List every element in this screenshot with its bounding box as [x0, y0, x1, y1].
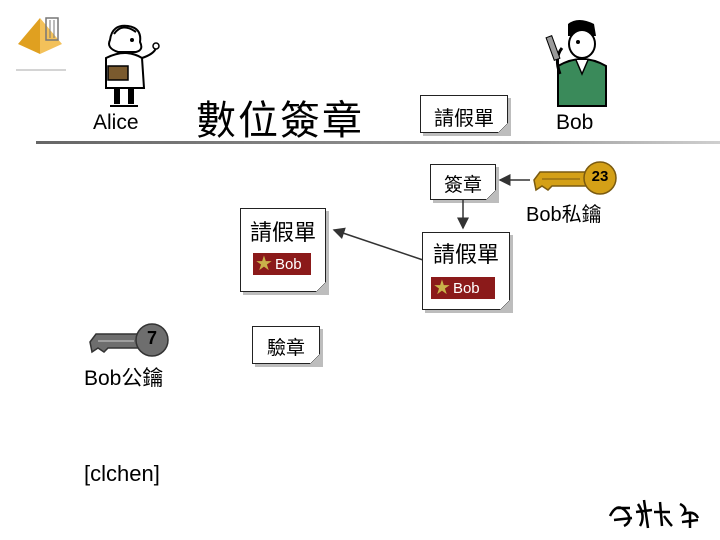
sign-step-document: 簽章 — [430, 164, 496, 200]
star-icon: ★ — [255, 253, 273, 275]
alice-request-text: 請假單 — [249, 221, 316, 246]
signed-request-signature: ★ Bob — [431, 277, 495, 299]
calligraphy-logo — [608, 499, 700, 529]
signed-to-alice-arrow — [332, 227, 424, 261]
private-key-label: Bob私鑰 — [526, 204, 602, 226]
sign-step-text: 簽章 — [443, 174, 482, 196]
public-key-number: 7 — [146, 328, 157, 348]
alice-figure — [105, 24, 160, 107]
bob-figure — [545, 20, 607, 107]
verify-step-document: 驗章 — [252, 326, 320, 364]
public-key-label: Bob公鑰 — [84, 367, 164, 390]
verify-step-text: 驗章 — [266, 337, 305, 359]
star-icon: ★ — [433, 277, 451, 299]
credit-text: [clchen] — [84, 461, 160, 486]
public-key-icon — [89, 323, 169, 357]
top-request-document: 請假單 — [420, 95, 508, 133]
page-title: 數位簽章 — [196, 98, 364, 144]
top-request-text: 請假單 — [434, 106, 494, 130]
signed-request-document: 請假單 ★ Bob — [422, 232, 510, 310]
university-logo — [16, 17, 66, 71]
alice-request-document: 請假單 ★ Bob — [240, 208, 326, 292]
header-separator — [36, 141, 720, 144]
bob-label: Bob — [556, 111, 594, 134]
private-key-number: 23 — [591, 168, 609, 185]
alice-request-signature: ★ Bob — [253, 253, 311, 275]
signed-request-text: 請假單 — [432, 243, 499, 268]
alice-label: Alice — [93, 111, 139, 134]
private-key-icon — [533, 161, 617, 195]
